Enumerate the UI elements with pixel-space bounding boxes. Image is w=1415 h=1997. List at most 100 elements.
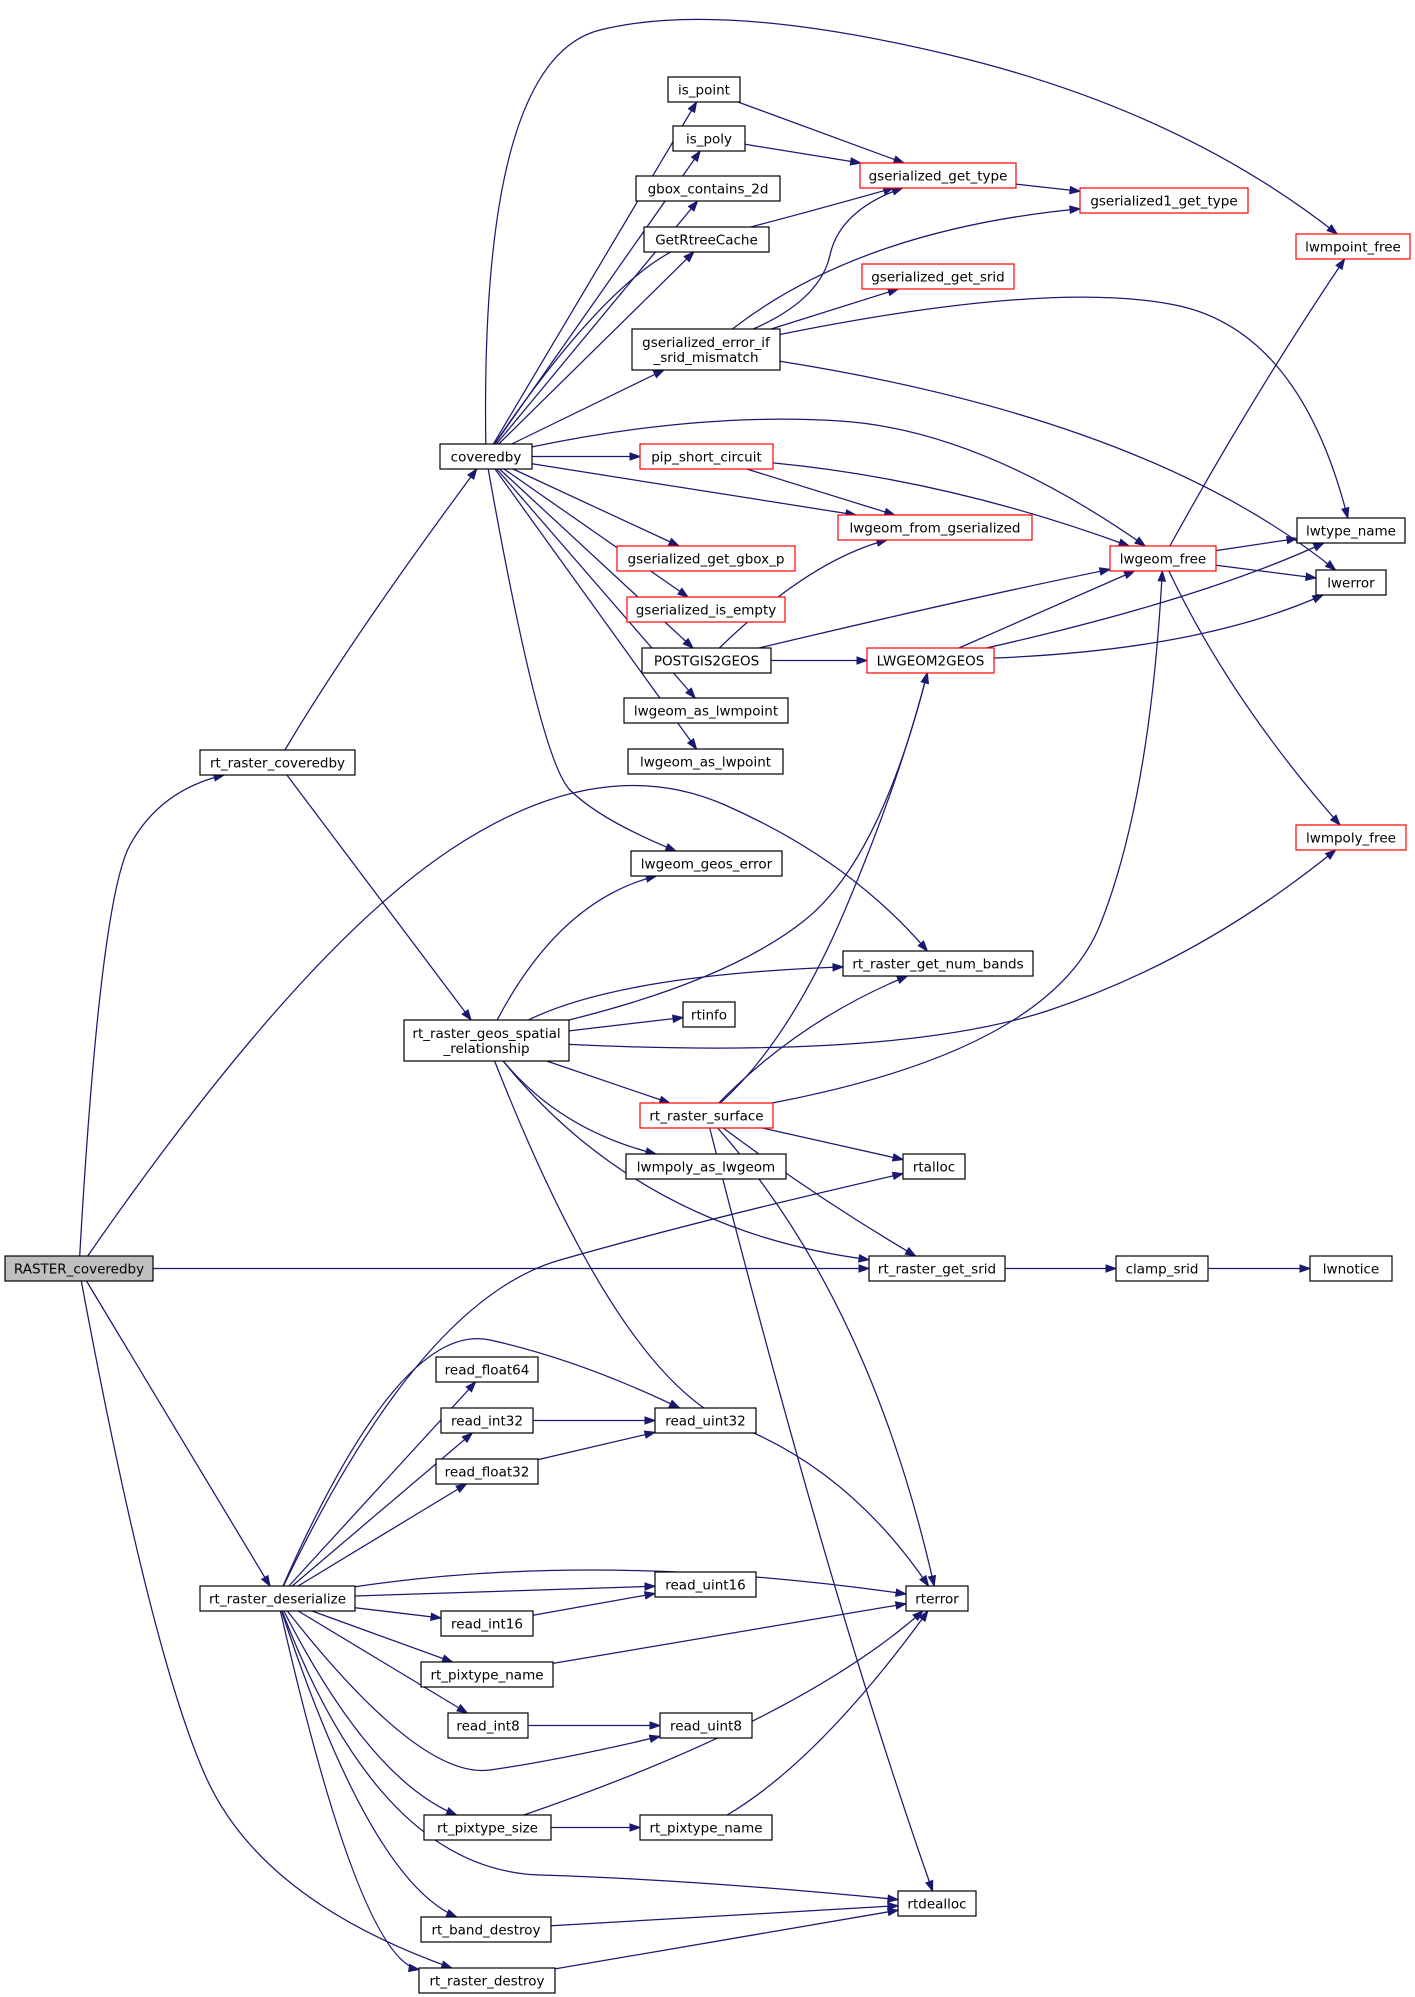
node-coveredby[interactable]: coveredby [439,443,533,470]
edge-line [297,1483,467,1587]
node-lwgeom-from-gserialized[interactable]: lwgeom_from_gserialized [837,514,1033,541]
edge-arrowhead [925,1879,934,1893]
edge-rt_pixtype_name_2-to-rterror [726,1609,929,1816]
node-box [1079,187,1249,214]
node-rt-raster-destroy[interactable]: rt_raster_destroy [418,1967,556,1994]
node-postgis2geos[interactable]: POSTGIS2GEOS [641,647,772,674]
node-rt-raster-geos-spatial-relationship[interactable]: rt_raster_geos_spatial_relationship [403,1019,570,1062]
node-is-point[interactable]: is_point [667,76,741,103]
node-gserialized-get-srid[interactable]: gserialized_get_srid [861,263,1015,290]
edge-is_point-to-gserialized_get_type [737,101,906,164]
edge-arrowhead [667,537,681,547]
edge-line [87,784,928,1257]
node-lwgeom-as-lwmpoint[interactable]: lwgeom_as_lwmpoint [623,697,789,724]
node-rterror[interactable]: rterror [905,1585,969,1612]
node-gserialized1-get-type[interactable]: gserialized1_get_type [1079,187,1249,214]
edge-rt_pixtype_size-to-rt_pixtype_name_2 [551,1823,642,1832]
edge-rt_raster_surface-to-rtalloc [762,1127,905,1162]
node-rt-band-destroy[interactable]: rt_band_destroy [420,1916,552,1943]
node-rtdealloc[interactable]: rtdealloc [897,1890,977,1917]
edge-arrowhead [896,975,909,984]
edge-line [279,1610,420,1971]
node-clamp-srid[interactable]: clamp_srid [1115,1255,1209,1282]
node-rt-pixtype-size[interactable]: rt_pixtype_size [423,1814,552,1841]
edge-rt_raster_geos_spatial_relationship-to-rt_raster_surface [546,1060,672,1104]
edge-raster_coveredby-to-rt_raster_get_num_bands [87,784,929,1257]
node-read-uint8[interactable]: read_uint8 [659,1712,753,1739]
node-read-uint32[interactable]: read_uint32 [654,1407,757,1434]
node-box [639,1102,774,1129]
node-lwerror[interactable]: lwerror [1315,569,1387,596]
node-gserialized-get-type[interactable]: gserialized_get_type [859,162,1017,189]
node-lwgeom-geos-error[interactable]: lwgeom_geos_error [630,850,783,877]
edge-line [493,187,894,445]
edge-arrowhead [887,1894,900,1903]
node-label: rt_pixtype_name [649,1821,762,1837]
edge-arrowhead [891,187,904,196]
node-lwmpoly-free[interactable]: lwmpoly_free [1295,824,1407,851]
node-rt-pixtype-name-1[interactable]: rt_pixtype_name [420,1661,554,1688]
node-rt-raster-coveredby[interactable]: rt_raster_coveredby [199,749,356,776]
edge-line [722,1127,916,1257]
edge-rt_raster_surface-to-lwgeom_free [771,569,1167,1104]
node-rt-raster-deserialize[interactable]: rt_raster_deserialize [199,1585,356,1612]
edge-coveredby-to-gserialized_is_empty [503,468,690,598]
node-rt-raster-get-num-bands[interactable]: rt_raster_get_num_bands [842,950,1034,977]
edge-gserialized_error_if_srid_mismatch-to-lwtype_name [779,296,1350,520]
node-label: read_uint16 [665,1578,746,1594]
edge-line [523,1610,924,1816]
node-lwgeom2geos[interactable]: LWGEOM2GEOS [866,647,995,674]
node-rt-raster-surface[interactable]: rt_raster_surface [639,1102,774,1129]
node-label: lwnotice [1323,1262,1379,1278]
edge-arrowhead [887,288,900,297]
node-box [842,950,1034,977]
edge-arrowhead [1326,224,1339,235]
node-read-int32[interactable]: read_int32 [440,1407,534,1434]
node-box [625,1153,787,1180]
node-is-poly[interactable]: is_poly [672,125,746,152]
node-pip-short-circuit[interactable]: pip_short_circuit [639,443,774,470]
edge-arrowhead [1069,185,1082,195]
edge-arrowhead [1286,535,1299,545]
node-rt-pixtype-name-2[interactable]: rt_pixtype_name [639,1814,773,1841]
node-raster-coveredby[interactable]: RASTER_coveredby [4,1255,154,1282]
node-getrtreecache[interactable]: GetRtreeCache [643,226,770,253]
node-label: rt_raster_destroy [429,1974,544,1990]
edge-line [1168,570,1341,826]
node-read-int8[interactable]: read_int8 [447,1712,529,1739]
node-lwgeom-free[interactable]: lwgeom_free [1109,545,1217,572]
node-read-uint16[interactable]: read_uint16 [654,1571,757,1598]
node-box [641,647,772,674]
node-rtalloc[interactable]: rtalloc [902,1153,966,1180]
node-box [1109,545,1217,572]
edge-arrowhead [672,1014,685,1024]
edge-line [772,462,1130,547]
node-lwtype-name[interactable]: lwtype_name [1296,517,1406,544]
edge-line [737,101,905,164]
edge-coveredby-to-gserialized_get_type [493,186,896,445]
node-gbox-contains-2d[interactable]: gbox_contains_2d [635,175,781,202]
edge-arrowhead [917,940,929,953]
node-read-int16[interactable]: read_int16 [440,1610,534,1637]
node-box [418,1967,556,1994]
node-gserialized-error-if-srid-mismatch[interactable]: gserialized_error_if_srid_mismatch [631,328,781,371]
node-read-float64[interactable]: read_float64 [435,1356,539,1383]
node-lwmpoly-as-lwgeom[interactable]: lwmpoly_as_lwgeom [625,1153,787,1180]
node-box [631,328,781,371]
node-lwgeom-as-lwpoint[interactable]: lwgeom_as_lwpoint [627,748,784,775]
node-gserialized-is-empty[interactable]: gserialized_is_empty [626,596,786,623]
node-lwnotice[interactable]: lwnotice [1309,1255,1393,1282]
node-label: _srid_mismatch [652,350,758,366]
node-rtinfo[interactable]: rtinfo [682,1001,736,1028]
edge-arrowhead [849,157,863,166]
node-label: LWGEOM2GEOS [877,654,985,670]
node-rt-raster-get-srid[interactable]: rt_raster_get_srid [868,1255,1006,1282]
node-label: gbox_contains_2d [648,182,769,198]
node-read-float32[interactable]: read_float32 [435,1458,539,1485]
edge-line [496,875,657,1021]
node-lwpoint-free[interactable]: lwmpoint_free [1295,233,1411,260]
edge-line [568,849,1336,1049]
node-label: pip_short_circuit [651,450,762,466]
node-box [420,1916,552,1943]
node-gserialized-get-gbox-p[interactable]: gserialized_get_gbox_p [616,545,796,572]
